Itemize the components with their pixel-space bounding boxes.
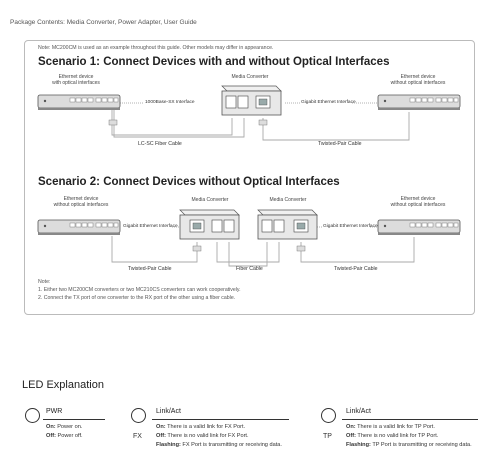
pwr-led-name: PWR <box>46 408 63 415</box>
tp-led-name: Link/Act <box>346 408 371 415</box>
pwr-led-icon <box>25 408 40 423</box>
s1-twisted-pair-label: Twisted-Pair Cable <box>318 141 362 147</box>
package-contents: Package Contents: Media Converter, Power… <box>10 19 197 26</box>
fx-led-sub: FX <box>133 433 142 440</box>
note-item-1: 1. Either two MC200CM converters or two … <box>38 287 241 293</box>
s2-media-converter-2 <box>257 209 318 240</box>
scenarios-panel <box>24 40 475 315</box>
scenario-1-title: Scenario 1: Connect Devices with and wit… <box>38 56 390 68</box>
s2-mc2-label: Media Converter <box>269 197 307 203</box>
s1-media-converter <box>221 85 282 116</box>
s2-left-cable-label: Twisted-Pair Cable <box>128 266 172 272</box>
s2-left-switch <box>37 219 121 235</box>
s1-right-device-label: Ethernet device without optical interfac… <box>390 74 446 86</box>
panel-note: Note: MC200CM is used as an example thro… <box>38 45 274 51</box>
s2-right-switch <box>377 219 461 235</box>
fx-divider <box>152 419 289 420</box>
tp-led-icon <box>321 408 336 423</box>
fx-led-icon <box>131 408 146 423</box>
s1-right-switch <box>377 94 461 110</box>
fx-led-name: Link/Act <box>156 408 181 415</box>
s2-fiber-cable-label: Fiber Cable <box>236 266 263 272</box>
s1-left-switch <box>37 94 121 110</box>
s2-right-cable-label: Twisted-Pair Cable <box>334 266 378 272</box>
s1-left-device-label: Ethernet device with optical interfaces <box>52 74 100 86</box>
s1-left-port-label: 1000Base-SX Interface <box>145 100 195 105</box>
tp-led-sub: TP <box>323 433 332 440</box>
note-item-2: 2. Connect the TX port of one converter … <box>38 295 236 301</box>
notes-header: Note: <box>38 279 51 285</box>
led-explanation-title: LED Explanation <box>22 379 104 391</box>
fx-led-desc: On: There is a valid link for FX Port. O… <box>156 424 282 448</box>
pwr-divider <box>43 419 105 420</box>
s2-media-converter-1 <box>179 209 240 240</box>
s1-right-port-label: Gigabit Ethernet Interface <box>301 100 356 105</box>
s1-media-converter-label: Media Converter <box>231 74 269 80</box>
tp-divider <box>342 419 478 420</box>
s2-left-device-label: Ethernet device without optical interfac… <box>53 196 109 208</box>
scenario-2-title: Scenario 2: Connect Devices without Opti… <box>38 176 340 188</box>
s2-right-device-label: Ethernet device without optical interfac… <box>390 196 446 208</box>
s2-mc1-label: Media Converter <box>191 197 229 203</box>
s1-fiber-cable-label: LC-SC Fiber Cable <box>138 141 182 147</box>
s2-left-port-label: Gigabit Ethernet Interface <box>123 224 178 229</box>
tp-led-desc: On: There is a valid link for TP Port. O… <box>346 424 472 448</box>
pwr-led-desc: On: Power on. Off: Power off. <box>46 424 83 439</box>
s2-right-port-label: Gigabit Ethernet Interface <box>323 224 378 229</box>
s2-cables <box>111 236 415 267</box>
